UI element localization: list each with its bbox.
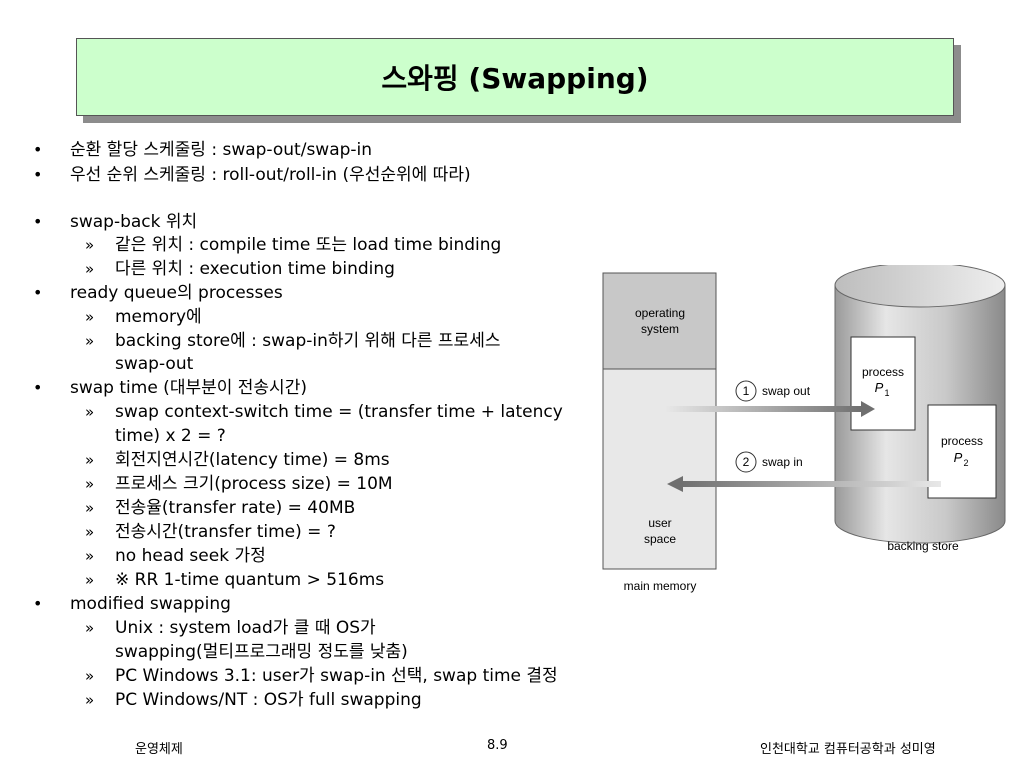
os-label: operating	[635, 306, 685, 320]
swap-in-step-circle	[735, 451, 757, 473]
continuation-line: swapping(멀티프로그래밍 정도를 낮춤)	[115, 641, 408, 663]
line-text: 회전지연시간(latency time) = 8ms	[115, 450, 390, 470]
footer-author: 인천대학교 컴퓨터공학과 성미영	[760, 742, 936, 757]
line-text: PC Windows 3.1: user가 swap-in 선택, swap t…	[115, 666, 558, 686]
line-text: swap time (대부분이 전송시간)	[70, 378, 307, 398]
sub-bullet-mark: »	[85, 499, 95, 517]
sub-bullet-item: » Unix : system load가 클 때 OS가	[85, 617, 376, 639]
sub-bullet-mark: »	[85, 619, 95, 637]
swap-out-arrow-shaft	[665, 406, 863, 412]
line-text: ready queue의 processes	[70, 283, 283, 303]
sub-bullet-item: » 프로세스 크기(process size) = 10M	[85, 473, 393, 495]
os-label-2: system	[641, 322, 679, 336]
line-text: Unix : system load가 클 때 OS가	[115, 618, 376, 638]
sub-bullet-mark: »	[85, 475, 95, 493]
backing-store-label: backing store	[887, 539, 959, 553]
bullet-item: • ready queue의 processes	[33, 282, 283, 304]
line-text: 같은 위치 : compile time 또는 load time bindin…	[115, 235, 502, 255]
swap-out-step-circle	[735, 380, 757, 402]
bullet-mark: •	[33, 283, 43, 302]
line-text: backing store에 : swap-in하기 위해 다른 프로세스	[115, 331, 501, 351]
bullet-item: • swap-back 위치	[33, 211, 198, 233]
process-p2-label: process	[941, 434, 983, 448]
sub-bullet-mark: »	[85, 571, 95, 589]
bullet-item: • 우선 순위 스케줄링 : roll-out/roll-in (우선순위에 따라…	[33, 164, 471, 186]
line-text: 전송시간(transfer time) = ?	[115, 522, 336, 542]
bullet-mark: •	[33, 165, 43, 184]
bullet-item: • 순환 할당 스케줄링 : swap-out/swap-in	[33, 139, 373, 161]
process-p1-sub: 1	[884, 388, 889, 398]
line-text: ※ RR 1-time quantum > 516ms	[115, 570, 385, 590]
sub-bullet-mark: »	[85, 547, 95, 565]
bullet-mark: •	[33, 594, 43, 613]
process-p1-label: process	[862, 365, 904, 379]
sub-bullet-mark: »	[85, 260, 95, 278]
line-text: time) x 2 = ?	[115, 426, 226, 446]
swap-out-label: swap out	[762, 384, 811, 398]
line-text: 프로세스 크기(process size) = 10M	[115, 474, 393, 494]
line-text: 다른 위치 : execution time binding	[115, 259, 395, 279]
sub-bullet-item: » PC Windows 3.1: user가 swap-in 선택, swap …	[85, 665, 558, 687]
swap-out-arrow-head	[861, 401, 875, 417]
swap-in-arrow-head	[667, 476, 683, 492]
continuation-line: swap-out	[115, 353, 193, 375]
bullet-mark: •	[33, 140, 43, 159]
process-p2-sub: 2	[963, 458, 968, 468]
sub-bullet-item: » 같은 위치 : compile time 또는 load time bindi…	[85, 234, 502, 256]
swap-in-label: swap in	[762, 455, 803, 469]
swap-in-arrow-shaft	[681, 481, 941, 487]
line-text: swap context-switch time = (transfer tim…	[115, 402, 563, 422]
process-p2-name: P	[954, 450, 963, 465]
line-text: 전송율(transfer rate) = 40MB	[115, 498, 356, 518]
line-text: 순환 할당 스케줄링 : swap-out/swap-in	[70, 140, 373, 160]
line-text: no head seek 가정	[115, 546, 266, 566]
swap-in-step-number: 2	[743, 455, 750, 469]
sub-bullet-mark: »	[85, 691, 95, 709]
line-text: swap-back 위치	[70, 212, 198, 232]
bullet-mark: •	[33, 212, 43, 231]
sub-bullet-mark: »	[85, 523, 95, 541]
sub-bullet-mark: »	[85, 332, 95, 350]
line-text: swapping(멀티프로그래밍 정도를 낮춤)	[115, 642, 408, 662]
line-text: 우선 순위 스케줄링 : roll-out/roll-in (우선순위에 따라)	[70, 165, 471, 185]
sub-bullet-mark: »	[85, 236, 95, 254]
page-title: 스와핑 (Swapping)	[381, 62, 649, 95]
sub-bullet-item: » no head seek 가정	[85, 545, 266, 567]
sub-bullet-item: » 전송시간(transfer time) = ?	[85, 521, 336, 543]
backing-store-top	[834, 265, 1006, 308]
sub-bullet-item: » PC Windows/NT : OS가 full swapping	[85, 689, 422, 711]
sub-bullet-item: » backing store에 : swap-in하기 위해 다른 프로세스	[85, 330, 501, 352]
bullet-mark: •	[33, 378, 43, 397]
swapping-diagram: operating system user space main memory …	[602, 265, 1006, 593]
footer-course: 운영체제	[135, 742, 183, 757]
sub-bullet-mark: »	[85, 308, 95, 326]
sub-bullet-item: » swap context-switch time = (transfer ti…	[85, 401, 563, 423]
sub-bullet-mark: »	[85, 667, 95, 685]
memory-os-region	[602, 272, 717, 370]
sub-bullet-mark: »	[85, 403, 95, 421]
footer-page-number: 8.9	[487, 738, 508, 753]
memory-user-region	[602, 368, 717, 570]
line-text: modified swapping	[70, 594, 231, 614]
process-p1-name: P	[875, 380, 884, 395]
sub-bullet-item: » 다른 위치 : execution time binding	[85, 258, 395, 280]
continuation-line: time) x 2 = ?	[115, 425, 226, 447]
user-space-label: user	[648, 516, 671, 530]
main-memory-label: main memory	[624, 579, 697, 593]
sub-bullet-item: » memory에	[85, 306, 202, 328]
line-text: memory에	[115, 307, 202, 327]
line-text: PC Windows/NT : OS가 full swapping	[115, 690, 422, 710]
line-text: swap-out	[115, 354, 194, 374]
bullet-item: • swap time (대부분이 전송시간)	[33, 377, 307, 399]
title-box: 스와핑 (Swapping)	[76, 38, 954, 116]
sub-bullet-mark: »	[85, 451, 95, 469]
sub-bullet-item: » ※ RR 1-time quantum > 516ms	[85, 569, 385, 591]
user-space-label-2: space	[644, 532, 676, 546]
sub-bullet-item: » 회전지연시간(latency time) = 8ms	[85, 449, 390, 471]
swap-out-step-number: 1	[743, 384, 750, 398]
bullet-item: • modified swapping	[33, 593, 231, 615]
sub-bullet-item: » 전송율(transfer rate) = 40MB	[85, 497, 356, 519]
